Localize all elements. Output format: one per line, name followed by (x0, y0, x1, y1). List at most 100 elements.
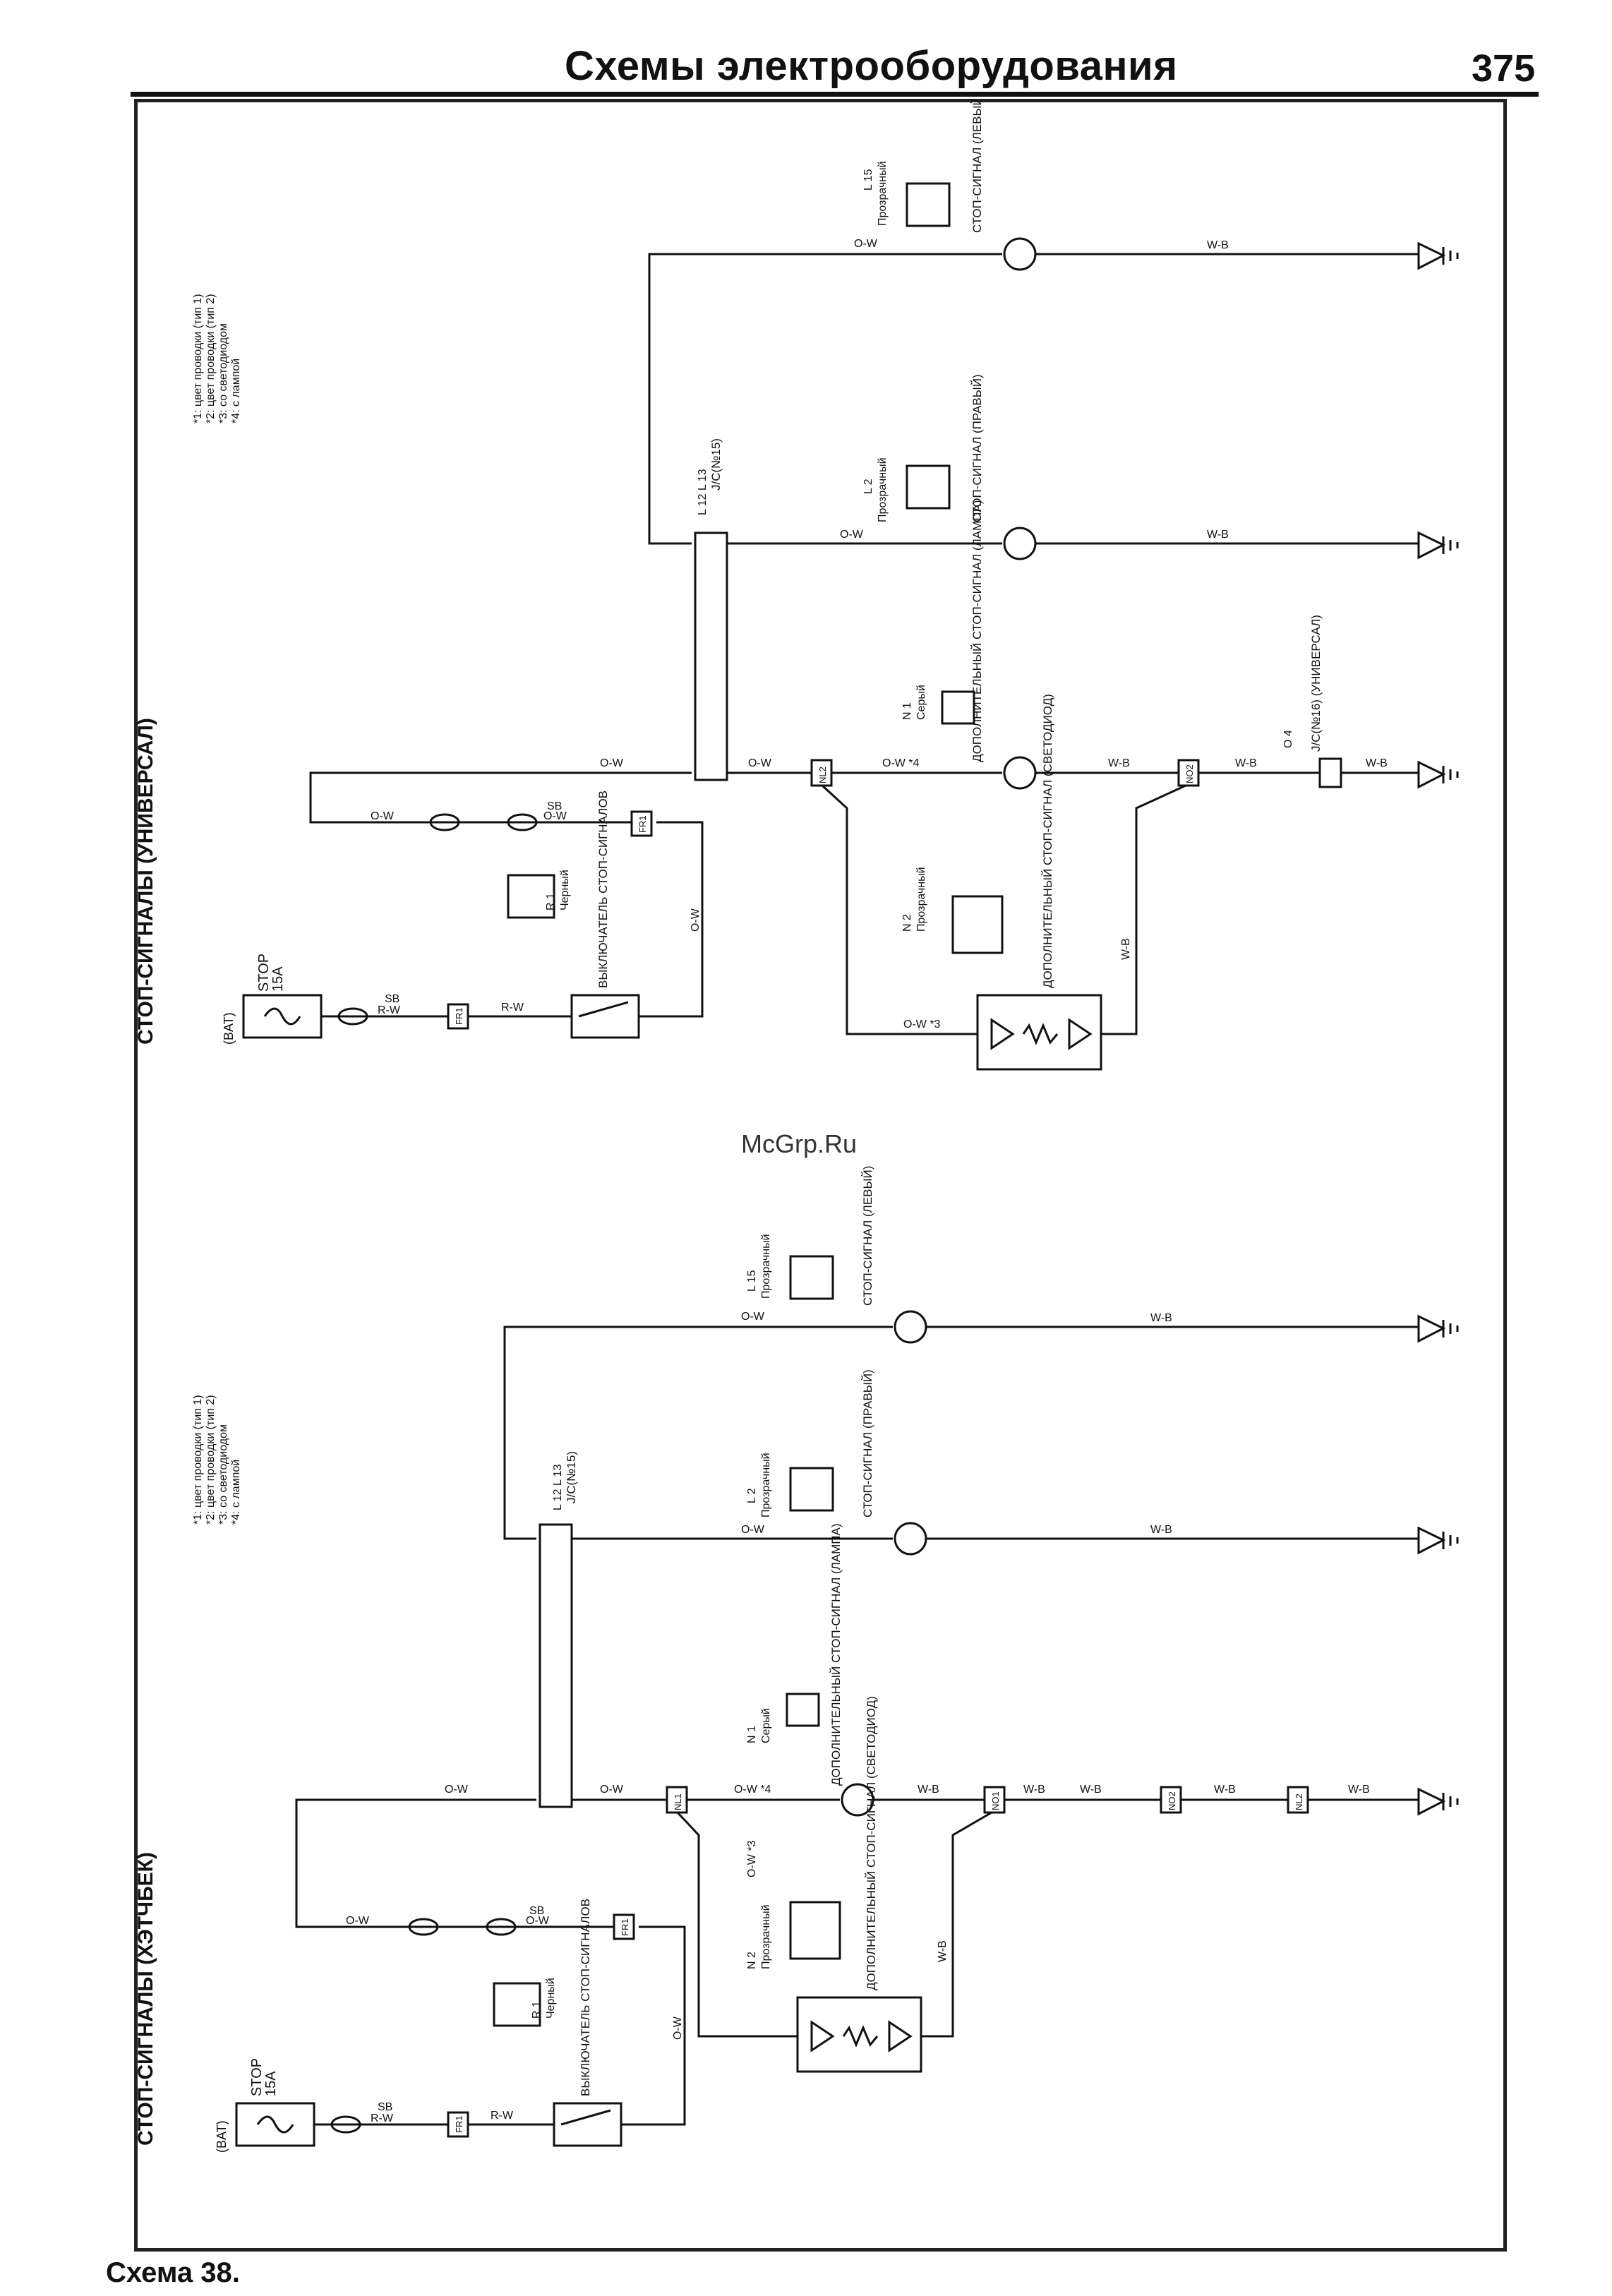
ground-symbol-4 (1442, 1320, 1459, 1338)
sb-label-4: SB (529, 1905, 544, 1917)
note-2: *2: цвет проводки (тип 2) (205, 294, 217, 423)
note-4b: *4: с лампой (230, 1460, 242, 1525)
ground-symbol-1 (1442, 247, 1459, 265)
lamp-n2b-color: Прозрачный (760, 1904, 772, 1969)
led-module-n2b (796, 1996, 922, 2073)
wire-label-ow-sw: O-W (690, 908, 702, 932)
connector-fr1-b (630, 810, 653, 837)
lamp-l15-code: L 15 (862, 169, 874, 191)
wire-label-ow4: O-W *4 (882, 757, 920, 769)
wire-label-ow3: O-W *3 (903, 1018, 941, 1030)
connector-sb-4 (330, 2115, 361, 2134)
notes-universal: *1: цвет проводки (тип 1) *2: цвет прово… (192, 294, 242, 423)
lamp-l2-color: Прозрачный (877, 457, 889, 522)
lamp-n2-connector (951, 895, 1004, 954)
wire-label-wb-jc16: W-B (1235, 757, 1257, 769)
lamp-n2-code: N 2 (901, 914, 913, 932)
lamp-n2b-connector (789, 1901, 841, 1960)
led-diode-4 (888, 2020, 913, 2052)
ground-lp-1 (1417, 531, 1446, 560)
brake-switch-contact (578, 1001, 629, 1018)
wire-w-b-led-2 (921, 1811, 992, 2038)
wire-o-w-sw-2 (621, 1925, 686, 2126)
lamp-l15 (1003, 237, 1037, 271)
wire-w-b-led (1101, 784, 1186, 1035)
wire-label-ow-5: O-W (346, 1915, 370, 1927)
connector-fr1-label-b: FR1 (637, 815, 648, 833)
fuse-rating: 15A (270, 966, 286, 992)
led-diode-3 (810, 2020, 835, 2052)
wire-label-wb-nl2b: W-B (1214, 1784, 1236, 1796)
connector-sb-1 (337, 1007, 368, 1026)
switch-connector-icon (507, 874, 555, 919)
page-number: 375 (1472, 47, 1536, 90)
junction-connector-15b (539, 1523, 573, 1808)
note-1b: *1: цвет проводки (тип 1) (192, 1395, 204, 1525)
fuse-rating-2: 15A (263, 2071, 279, 2096)
wire-label-rw-4: R-W (491, 2110, 514, 2122)
figure-caption: Схема 38. (106, 2257, 240, 2288)
wire-label-wb-gnd6: W-B (1348, 1784, 1370, 1796)
wire-label-wb-led: W-B (1120, 938, 1132, 960)
wire-label-ow4b: O-W *4 (734, 1784, 771, 1796)
connector-fr1-label-a: FR1 (454, 1007, 464, 1025)
lamp-n2b-name: ДОПОЛНИТЕЛЬНЫЙ СТОП-СИГНАЛ (СВЕТОДИОД) (865, 1696, 878, 1990)
ground-lq-2 (1417, 1787, 1446, 1816)
lamp-n2b-code: N 2 (746, 1952, 758, 1969)
jc-codes-2: L 12 L 13 (552, 1464, 564, 1510)
wire-label-rw-1: R-W (378, 1004, 401, 1016)
jc16-code: O 4 (1282, 730, 1294, 748)
notes-hatchback: *1: цвет проводки (тип 1) *2: цвет прово… (192, 1395, 242, 1525)
wire-label-ow-sw-2: O-W (672, 2016, 684, 2040)
section-hatchback-title: СТОП-СИГНАЛЫ (ХЭТЧБЕК) (134, 1852, 157, 2146)
lamp-l15b-color: Прозрачный (760, 1234, 772, 1299)
connector-sb-2 (507, 813, 538, 831)
note-1: *1: цвет проводки (тип 1) (192, 294, 204, 423)
connector-nl1-label: NL1 (673, 1793, 683, 1810)
wire-label-wb-n1b: W-B (918, 1784, 939, 1796)
jc16-name: J/C(№16) (УНИВЕРСАЛ) (1309, 615, 1323, 752)
wire-label-ow-l2b: O-W (741, 1524, 765, 1536)
fuse-symbol (263, 1007, 301, 1026)
section-universal: СТОП-СИГНАЛЫ (УНИВЕРСАЛ) *1: цвет провод… (134, 99, 1459, 1071)
connector-nl2b-label: NL2 (1294, 1793, 1304, 1810)
lamp-l2-connector (906, 464, 951, 510)
lamp-n1-code: N 1 (901, 702, 913, 720)
lamp-n1b-connector (786, 1693, 820, 1727)
wire-o-w-jc-up (648, 253, 1002, 545)
lamp-n1b-code: N 1 (746, 1726, 758, 1743)
wiring-diagram: СТОП-СИГНАЛЫ (УНИВЕРСАЛ) *1: цвет провод… (134, 99, 1459, 2153)
section-hatchback: СТОП-СИГНАЛЫ (ХЭТЧБЕК) *1: цвет проводки… (134, 1166, 1459, 2153)
connector-sb-5 (486, 1918, 517, 1936)
ground-symbol-5 (1442, 1532, 1459, 1549)
wire-label-ow-nl1: O-W (600, 1784, 624, 1796)
lamp-l15-name: СТОП-СИГНАЛ (ЛЕВЫЙ) (970, 99, 984, 233)
lamp-l2b-color: Прозрачный (760, 1453, 772, 1517)
wire-label-wb-n1: W-B (1108, 757, 1130, 769)
diagram-frame (134, 99, 1507, 2252)
lamp-n1 (1003, 756, 1037, 790)
led-resistor-2 (842, 2025, 879, 2048)
switch-name: ВЫКЛЮЧАТЕЛЬ СТОП-СИГНАЛОВ (596, 791, 610, 988)
connector-sb-6 (408, 1918, 439, 1936)
switch-color: Черный (559, 870, 571, 910)
wire-o-w-main (309, 771, 692, 783)
wire-o-w-4 (295, 1798, 614, 1928)
connector-no2b-label: NO2 (1167, 1791, 1177, 1810)
ground-lp-2 (1417, 1526, 1446, 1555)
note-3: *3: со светодиодом (217, 323, 229, 423)
connector-no1-label: NO1 (990, 1791, 1001, 1810)
lamp-n1-connector (941, 690, 975, 725)
wire-label-ow-l15b: O-W (741, 1311, 765, 1323)
wire-label-wb-no1b: W-B (1080, 1784, 1102, 1796)
bat-label: (BAT) (222, 1012, 236, 1045)
lamp-l2b-connector (789, 1467, 834, 1512)
lamp-l15b-name: СТОП-СИГНАЛ (ЛЕВЫЙ) (861, 1166, 874, 1306)
wire-label-wb-gnd3: W-B (1366, 757, 1388, 769)
wire-o-w3-led-2 (676, 1811, 798, 2038)
sb-label-1: SB (385, 993, 399, 1005)
fuse-name-2: STOP (249, 2058, 265, 2096)
lamp-n1b-name: ДОПОЛНИТЕЛЬНЫЙ СТОП-СИГНАЛ (ЛАМПА) (829, 1524, 843, 1786)
wire-label-ow-6: O-W (445, 1784, 469, 1796)
lamp-l2 (1003, 527, 1037, 560)
